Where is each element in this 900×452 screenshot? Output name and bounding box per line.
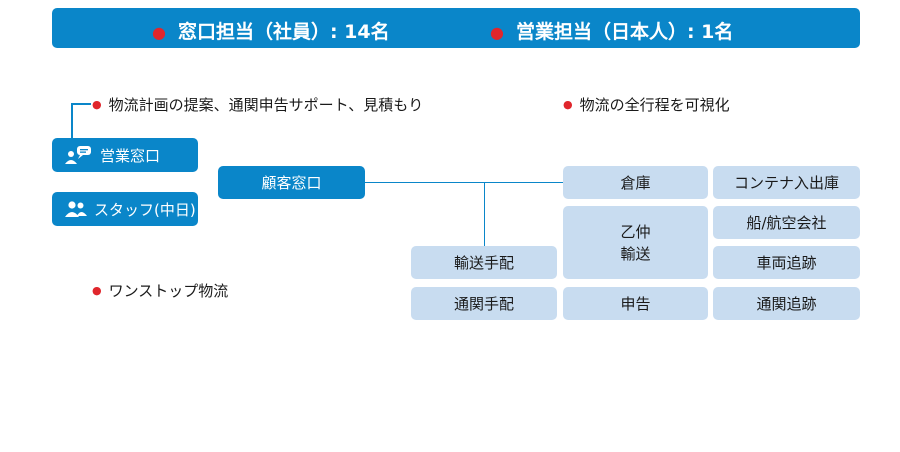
connector-line [365, 182, 563, 183]
bullet-icon: ● [92, 98, 102, 111]
bullet-visibility: ●物流の全行程を可視化 [563, 96, 730, 114]
connector-line [71, 103, 73, 139]
declaration-box: 申告 [563, 287, 708, 320]
shipping-airline-box: 船/航空会社 [713, 206, 860, 239]
staff-box: スタッフ(中日) [52, 192, 198, 226]
transport-arrange-box: 輸送手配 [411, 246, 557, 279]
customs-tracking-box: 通関追跡 [713, 287, 860, 320]
bullet-onestop: ●ワンストップ物流 [92, 282, 229, 300]
bullet-icon: ● [152, 23, 166, 42]
connector-line [484, 182, 485, 246]
customs-arrange-box: 通関手配 [411, 287, 557, 320]
people-icon [64, 200, 88, 218]
container-box: コンテナ入出庫 [713, 166, 860, 199]
banner-item-sales-staff: ●営業担当（日本人）: 1名 [490, 21, 734, 43]
vehicle-tracking-box: 車両追跡 [713, 246, 860, 279]
bullet-icon: ● [92, 284, 102, 297]
otsuchu-transport-box: 乙仲 輸送 [563, 206, 708, 279]
warehouse-box: 倉庫 [563, 166, 708, 199]
chat-person-icon [64, 145, 92, 165]
bullet-icon: ● [490, 23, 504, 42]
sales-window-box: 営業窓口 [52, 138, 198, 172]
connector-line [71, 103, 91, 105]
header-banner: ●窓口担当（社員）: 14名 ●営業担当（日本人）: 1名 [52, 8, 860, 48]
customer-window-box: 顧客窓口 [218, 166, 365, 199]
banner-item-window-staff: ●窓口担当（社員）: 14名 [152, 21, 390, 43]
bullet-proposal: ●物流計画の提案、通関申告サポート、見積もり [92, 96, 424, 114]
bullet-icon: ● [563, 98, 573, 111]
